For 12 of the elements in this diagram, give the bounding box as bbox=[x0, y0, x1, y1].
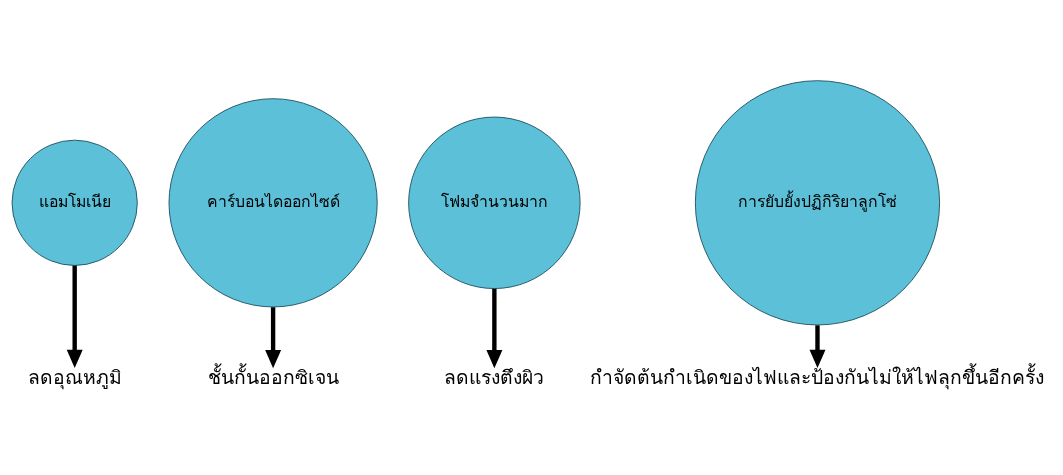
node-circle: แอมโมเนีย bbox=[11, 139, 138, 266]
arrow bbox=[809, 325, 826, 369]
node-circle: การยับยั้งปฏิกิริยาลูกโซ่ bbox=[694, 80, 941, 326]
node-text: กำจัดต้นกำเนิดของไฟและป้องกันไม่ให้ไฟลุกขึ้นอีกครั้ง bbox=[590, 365, 1045, 389]
node-text: ลดแรงตึงผิว bbox=[444, 365, 545, 389]
node-text: ลดอุณหภูมิ bbox=[27, 365, 122, 389]
node-circle: โฟมจำนวนมาก bbox=[408, 116, 581, 289]
arrow bbox=[486, 288, 503, 369]
node-text: ชั้นกั้นออกซิเจน bbox=[207, 365, 339, 389]
node-circle: คาร์บอนไดออกไซด์ bbox=[168, 98, 378, 308]
arrow bbox=[265, 307, 282, 369]
arrow bbox=[66, 265, 83, 369]
